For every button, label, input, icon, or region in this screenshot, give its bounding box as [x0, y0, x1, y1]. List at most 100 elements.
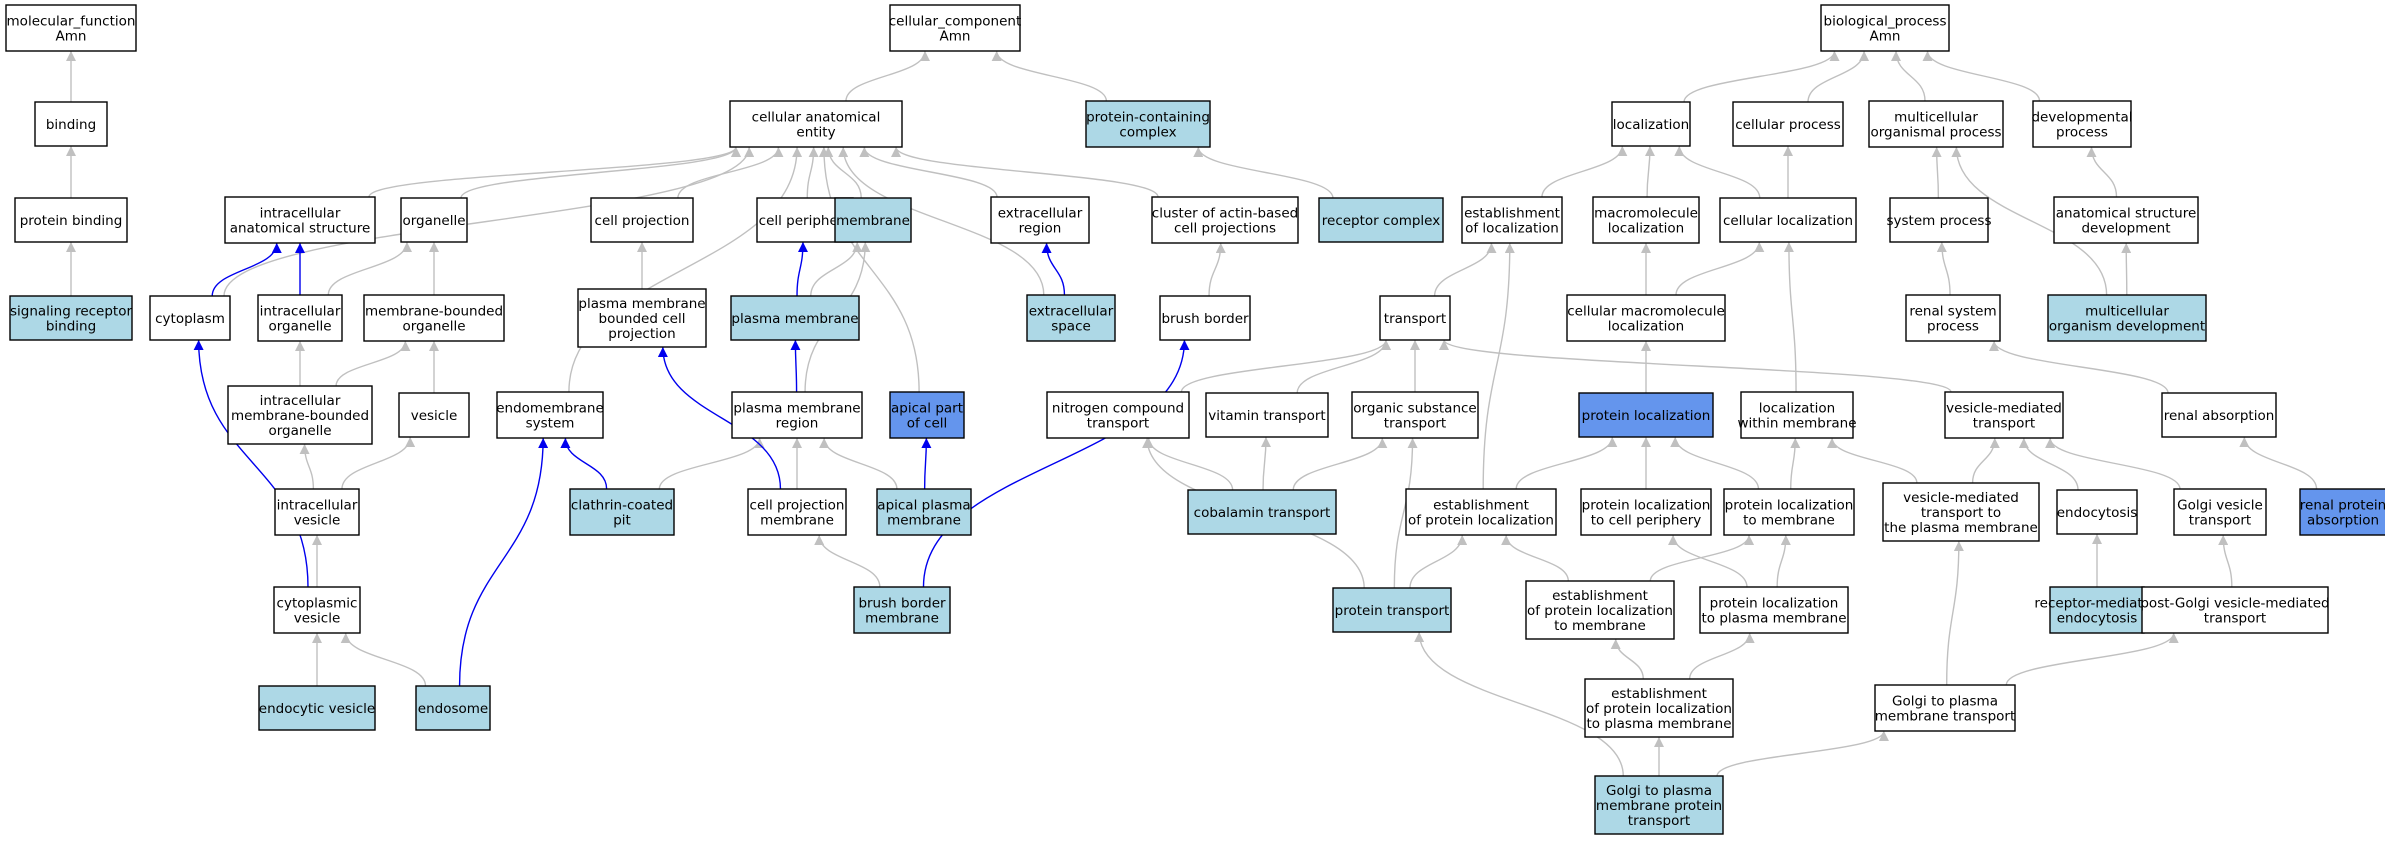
edge-sysproc-to-mop: [1931, 146, 1942, 199]
term-label-line: of protein localization: [1586, 701, 1732, 717]
term-label-line: intracellular: [277, 498, 358, 514]
term-node-cobt[interactable]: cobalamin transport: [1187, 489, 1337, 535]
term-label-line: cell periphery: [759, 213, 852, 229]
term-label-line: signaling receptor: [10, 304, 133, 320]
term-node-cytoplasm[interactable]: cytoplasm: [149, 295, 231, 341]
term-label-line: organismal process: [1870, 125, 2001, 141]
term-node-endves[interactable]: endocytic vesicle: [258, 685, 376, 731]
term-label-line: macromolecule: [1594, 206, 1698, 222]
edge-pm-to-membrane: [810, 241, 863, 297]
term-node-cellproj[interactable]: cell projection: [590, 197, 694, 243]
term-node-endocyt[interactable]: endocytosis: [2056, 489, 2138, 535]
term-node-vitt[interactable]: vitamin transport: [1205, 392, 1329, 438]
term-box: [2056, 489, 2138, 535]
term-label-line: renal absorption: [2164, 408, 2275, 424]
term-node-recc[interactable]: receptor complex: [1318, 197, 1444, 243]
term-node-protloc[interactable]: protein localization: [1578, 392, 1714, 438]
term-node-membrane[interactable]: membrane: [834, 197, 912, 243]
term-box: [1889, 197, 1989, 243]
term-node-loc[interactable]: localization: [1611, 101, 1691, 147]
term-box: [224, 196, 376, 244]
term-node-transport[interactable]: transport: [1379, 295, 1451, 341]
term-box: [1584, 678, 1734, 738]
term-node-cellproc[interactable]: cellular process: [1732, 101, 1844, 147]
edge-pm-to-cellper: [796, 241, 808, 297]
term-node-vesicle[interactable]: vesicle: [398, 392, 470, 438]
term-box: [415, 685, 491, 731]
term-label-line: membrane: [836, 213, 910, 229]
term-label-line: cellular macromolecule: [1567, 304, 1725, 320]
term-node-endosome[interactable]: endosome: [415, 685, 491, 731]
term-box: [730, 295, 860, 341]
term-node-cellloc[interactable]: cellular localization: [1719, 197, 1857, 243]
term-node-binding[interactable]: binding: [34, 101, 108, 147]
term-box: [1205, 392, 1329, 438]
term-node-brush[interactable]: brush border: [1159, 295, 1251, 341]
term-node-prott[interactable]: protein transport: [1332, 587, 1452, 633]
term-label-line: region: [776, 416, 819, 432]
term-node-pm[interactable]: plasma membrane: [730, 295, 860, 341]
term-label-line: establishment: [1552, 588, 1648, 604]
term-box: [729, 100, 903, 148]
term-label-line: protein localization: [1710, 596, 1839, 612]
term-box: [1874, 684, 2016, 732]
term-label-line: localization: [1613, 117, 1689, 133]
term-node-sysproc[interactable]: system process: [1887, 197, 1992, 243]
term-node-organelle[interactable]: organelle: [400, 197, 468, 243]
term-label-line: entity: [796, 125, 835, 141]
edge-bbm-to-cpm: [814, 534, 881, 588]
term-node-protbind[interactable]: protein binding: [14, 197, 128, 243]
term-box: [1151, 196, 1299, 244]
term-node-renabs[interactable]: renal absorption: [2161, 392, 2277, 438]
